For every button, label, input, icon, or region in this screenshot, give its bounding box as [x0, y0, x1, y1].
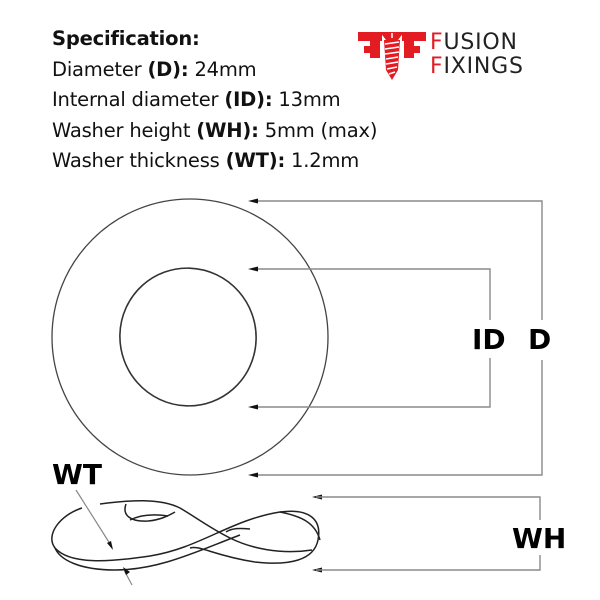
spec-row-washer-thickness: Washer thickness (WT): 1.2mm — [52, 149, 360, 172]
label-id: ID — [470, 323, 508, 356]
wave-washer-side-view — [51, 500, 321, 571]
spec-row-internal-diameter: Internal diameter (ID): 13mm — [52, 88, 341, 111]
id-dimension-lines — [252, 268, 491, 408]
spec-row-washer-height: Washer height (WH): 5mm (max) — [52, 118, 378, 142]
label-wt: WT — [52, 458, 102, 491]
label-d: D — [526, 323, 554, 356]
spec-title: Specification: — [52, 27, 200, 50]
wt-indicator — [75, 489, 133, 586]
brand-logo-icon — [358, 32, 426, 80]
d-dimension-lines — [252, 200, 543, 476]
brand-name-line1: FUSION — [430, 30, 518, 55]
outer-circle — [51, 198, 329, 476]
label-wh: WH — [510, 522, 569, 555]
brand-name-line2: FIXINGS — [430, 54, 524, 79]
wh-dimension-lines — [316, 496, 541, 571]
spec-row-diameter: Diameter (D): 24mm — [52, 57, 257, 81]
specification-block: Specification: Diameter (D): 24mm Intern… — [52, 24, 377, 177]
inner-hole — [119, 267, 257, 407]
